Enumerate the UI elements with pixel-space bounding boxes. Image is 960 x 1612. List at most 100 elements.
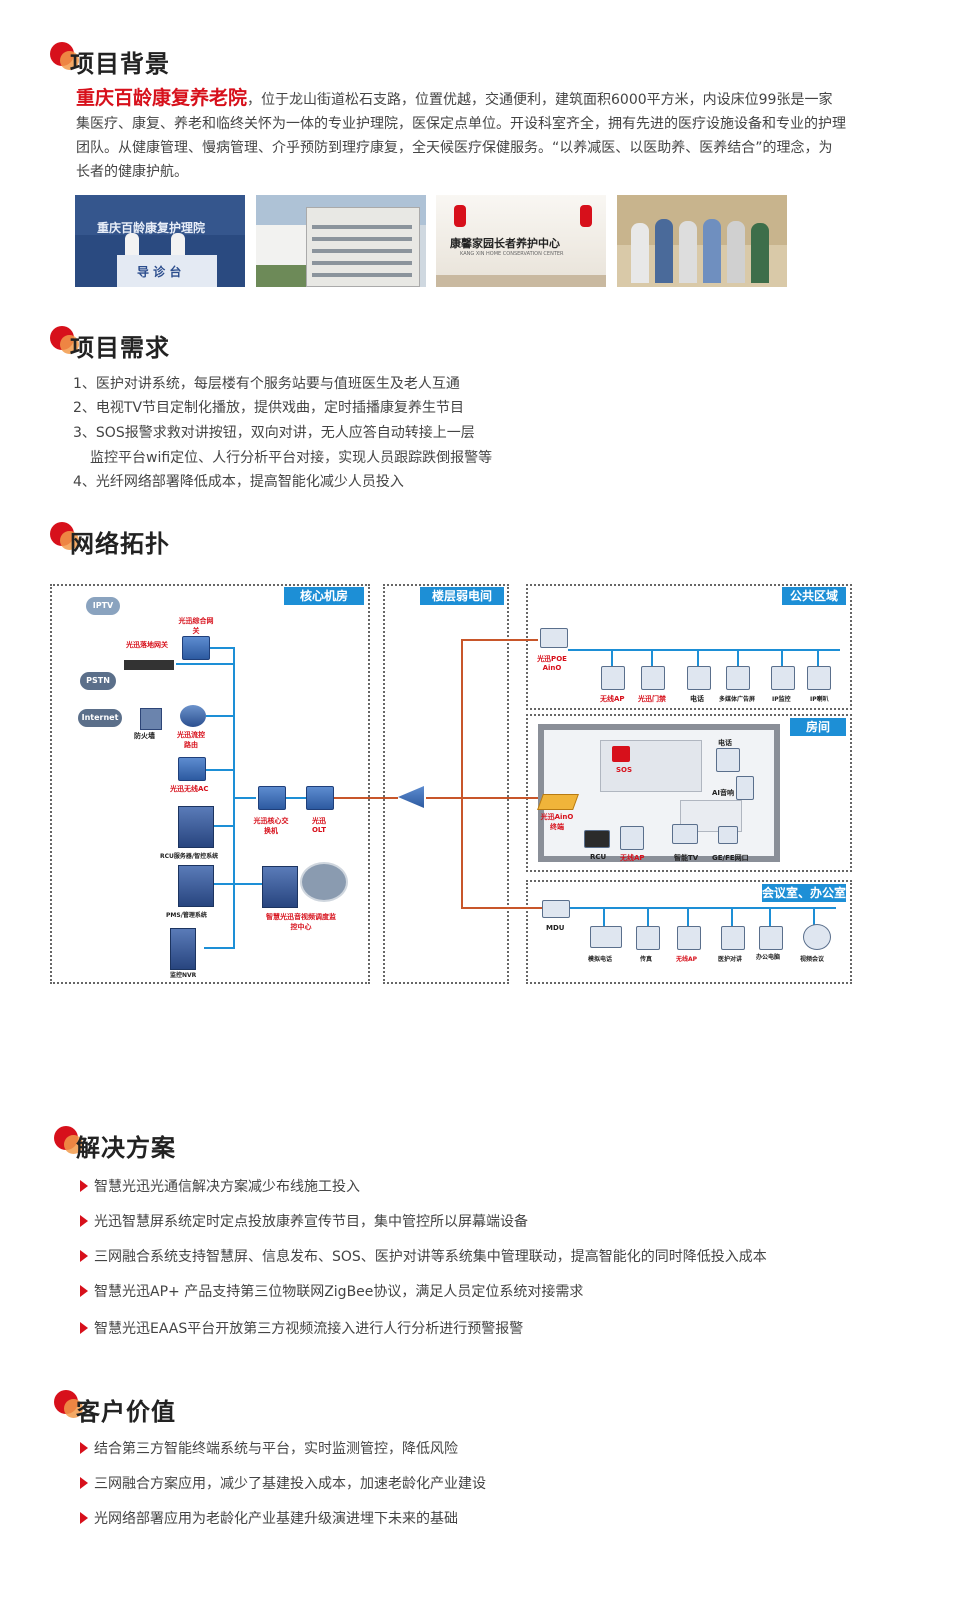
section-title-value: 客户价值 [76, 1398, 176, 1426]
photo-building [256, 195, 426, 287]
internet-cloud-icon: Internet [78, 709, 122, 727]
room-ap-label: 无线AP [620, 854, 645, 862]
office-conference-label: 视频会议 [800, 956, 825, 963]
value-item: 光网络部署应用为老龄化产业基建升级演进埋下未来的基础 [80, 1508, 458, 1528]
requirement-item: 监控平台wifi定位、人行分析平台对接，实现人员跟踪跌倒报警等 [90, 450, 493, 466]
zone-office-label: 会议室、办公室 [762, 884, 847, 902]
poe-aino-icon [540, 628, 568, 648]
section-marker-icon [54, 1390, 84, 1420]
office-pc-label: 办公电脑 [756, 954, 781, 961]
room-phone-icon [716, 748, 740, 772]
org-name: 重庆百龄康复养老院 [76, 87, 248, 109]
room-phone-label: 电话 [718, 739, 732, 747]
center-sign: 康馨家园长者养护中心 [450, 237, 560, 250]
requirement-item: 3、SOS报警求救对讲按钮，双向对讲，无人应答自动转接上一层 [73, 425, 475, 441]
ai-speaker-icon [736, 776, 754, 800]
photo-elderly-group [617, 195, 787, 287]
splitter-icon [398, 786, 424, 808]
fax-icon [636, 926, 660, 950]
zone-floor [383, 584, 509, 984]
room-tv-label: 智能TV [674, 854, 699, 862]
video-center-label: 智慧光迅音视频调度监控中心 [266, 913, 336, 931]
firewall-label: 防火墙 [134, 732, 155, 740]
section-marker-icon [50, 326, 80, 356]
section-marker-icon [50, 522, 80, 552]
office-analog-phone-label: 模拟电话 [588, 956, 613, 963]
rcu-icon [584, 830, 610, 848]
router-icon [180, 705, 206, 727]
photo-conservation-center: 康馨家园长者养护中心 KANG XIN HOME CONSERVATION CE… [436, 195, 606, 287]
value-item: 三网融合方案应用，减少了基建投入成本，加速老龄化产业建设 [80, 1473, 486, 1493]
pstn-cloud-icon: PSTN [80, 672, 116, 690]
room-rcu-label: RCU [590, 853, 607, 861]
section-marker-icon [50, 42, 80, 72]
zone-core [50, 584, 370, 984]
requirement-item: 1、医护对讲系统，每层楼有个服务站要与值班医生及老人互通 [73, 376, 460, 392]
zone-core-label: 核心机房 [284, 587, 364, 605]
office-ap-label: 无线AP [676, 956, 698, 963]
section-marker-icon [54, 1126, 84, 1156]
analog-phone-icon [590, 926, 622, 948]
olt-icon [306, 786, 334, 810]
solution-item: 光迅智慧屏系统定时定点投放康养宣传节目，集中管控所以屏幕端设备 [80, 1211, 528, 1231]
office-fax-label: 传真 [640, 956, 653, 963]
solution-item: 智慧光迅AP+ 产品支持第三位物联网ZigBee协议，满足人员定位系统对接需求 [80, 1281, 583, 1301]
public-speaker-label: IP喇叭 [810, 696, 829, 703]
landing-gateway-icon [124, 660, 174, 670]
gateway-icon [182, 636, 210, 660]
room-port-label: GE/FE网口 [712, 854, 749, 862]
video-monitor-icon [300, 862, 348, 902]
landing-gateway-label: 光迅落地网关 [126, 641, 168, 649]
requirement-item: 4、光纤网络部署降低成本，提高智能化减少人员投入 [73, 474, 404, 490]
background-description: ，位于龙山街道松石支路，位置优越，交通便利，建筑面积6000平方米，内设床位99… [76, 92, 846, 180]
background-paragraph: 重庆百龄康复养老院，位于龙山街道松石支路，位置优越，交通便利，建筑面积6000平… [76, 86, 846, 184]
public-phone-label: 电话 [690, 695, 704, 703]
section-title-solution: 解决方案 [76, 1134, 176, 1162]
room-floorplan [538, 724, 780, 862]
wireless-ac-label: 光迅无线AC [170, 785, 209, 793]
smart-tv-icon [672, 824, 698, 844]
iptv-cloud-icon: IPTV [86, 597, 120, 615]
access-control-icon [641, 666, 665, 690]
video-server-icon [262, 866, 298, 908]
pms-server-icon [178, 865, 214, 907]
pms-label: PMS/管理系统 [166, 912, 207, 919]
core-switch-label: 光迅核心交换机 [253, 817, 289, 835]
phone-icon [687, 666, 711, 690]
ip-speaker-icon [807, 666, 831, 690]
aino-terminal-icon [537, 794, 579, 810]
rcu-server-label: RCU服务器/智控系统 [160, 853, 219, 860]
public-door-label: 光迅门禁 [638, 695, 666, 703]
room-terminal-label: 光迅AinO终端 [540, 813, 574, 831]
ap-icon [601, 666, 625, 690]
public-ap-label: 无线AP [600, 695, 625, 703]
solution-item: 智慧光迅EAAS平台开放第三方视频流接入进行人行分析进行预警报警 [80, 1318, 523, 1338]
photo-reception: 重庆百龄康复护理院 导 诊 台 [75, 195, 245, 287]
zone-room-label: 房间 [790, 718, 846, 736]
office-pc-icon [759, 926, 783, 950]
room-sos-label: SOS [616, 766, 633, 774]
reception-desk-sign: 导 诊 台 [137, 265, 182, 279]
zone-public [526, 584, 852, 710]
room-speaker-label: AI音响 [712, 789, 735, 797]
section-title-background: 项目背景 [70, 50, 170, 78]
ip-camera-icon [771, 666, 795, 690]
nvr-icon [170, 928, 196, 970]
solution-item: 三网融合系统支持智慧屏、信息发布、SOS、医护对讲等系统集中管理联动，提高智能化… [80, 1246, 767, 1266]
router-label: 光迅流控路由 [177, 731, 205, 749]
value-item: 结合第三方智能终端系统与平台，实时监测管控，降低风险 [80, 1438, 458, 1458]
gateway-label: 光迅综合网关 [178, 617, 214, 635]
ad-screen-icon [726, 666, 750, 690]
solution-item: 智慧光迅光通信解决方案减少布线施工投入 [80, 1176, 360, 1196]
public-camera-label: IP监控 [772, 696, 791, 703]
office-intercom-label: 医护对讲 [718, 956, 743, 963]
zone-room [526, 714, 852, 872]
firewall-icon [140, 708, 162, 730]
section-title-requirements: 项目需求 [70, 334, 170, 362]
section-title-topology: 网络拓扑 [70, 530, 170, 558]
poe-aino-label: 光迅POE AinO [537, 655, 567, 672]
office-ap-icon [677, 926, 701, 950]
zone-floor-label: 楼层弱电间 [420, 587, 504, 605]
nvr-label: 监控NVR [170, 972, 197, 979]
room-ap-icon [620, 826, 644, 850]
